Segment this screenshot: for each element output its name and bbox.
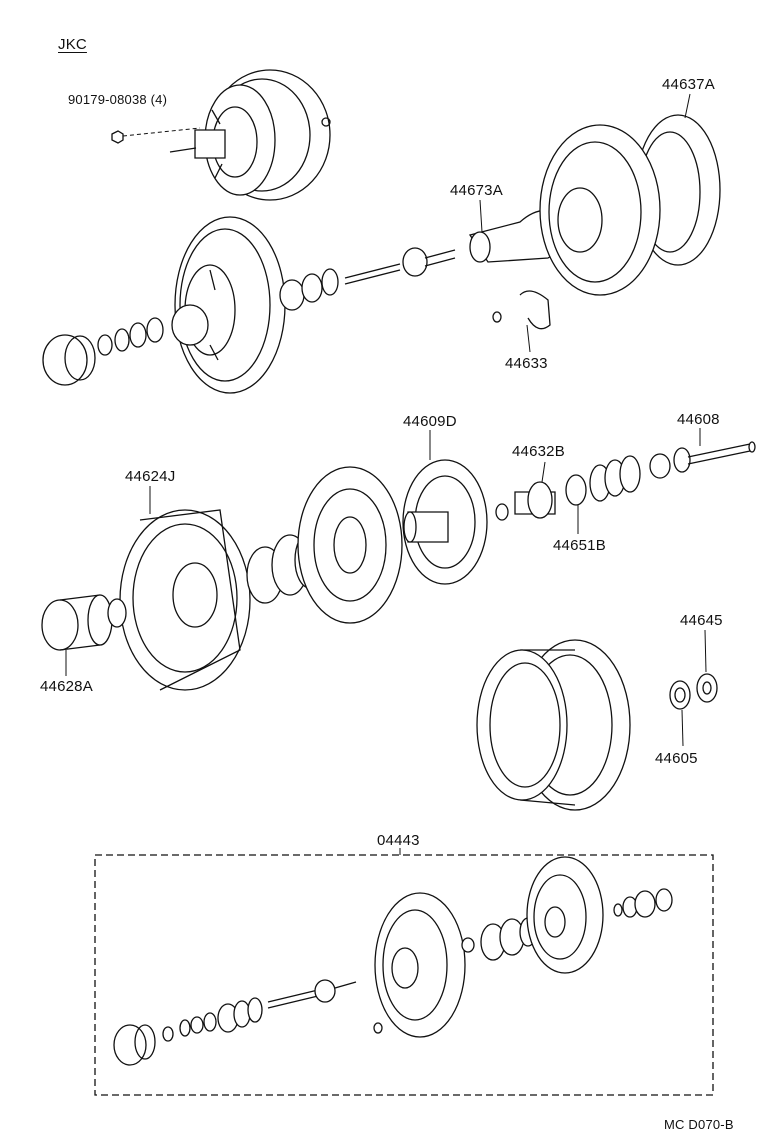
part-44633-clip: [493, 291, 550, 329]
footer-code: MC D070-B: [664, 1117, 734, 1132]
part-44628A-seal: [42, 595, 126, 650]
part-44609D-piston: [403, 460, 487, 584]
part-44608-rod: [650, 442, 755, 478]
leader-lines: [66, 94, 706, 855]
label-44624J: 44624J: [125, 468, 176, 485]
label-44608: 44608: [677, 411, 720, 428]
kit-04443-contents: [114, 857, 672, 1065]
rear-shell: [477, 640, 630, 810]
label-44651B: 44651B: [553, 537, 606, 554]
label-44645: 44645: [680, 612, 723, 629]
label-bolt-90179-08038: 90179-08038 (4): [68, 92, 168, 107]
diaphragm-plate: [298, 467, 402, 623]
label-44633: 44633: [505, 355, 548, 372]
label-44673A: 44673A: [450, 182, 503, 199]
booster-small-parts: [43, 269, 338, 385]
label-44632B: 44632B: [512, 443, 565, 460]
label-44605: 44605: [655, 750, 698, 767]
label-44637A: 44637A: [662, 76, 715, 93]
part-44605-bearing: [670, 681, 690, 709]
label-44628A: 44628A: [40, 678, 93, 695]
part-44632B-valve: [496, 482, 555, 520]
kit-04443-boundary: [95, 855, 713, 1095]
label-kit-04443: 04443: [377, 832, 420, 849]
label-44609D: 44609D: [403, 413, 457, 430]
part-44645-washer: [697, 674, 717, 702]
booster-top-assembly: [170, 70, 330, 200]
part-44637A-housing: [540, 115, 720, 295]
diagram-code-jkc: JKC: [58, 36, 87, 53]
push-rod: [345, 248, 455, 284]
part-44624J-shell: [120, 510, 250, 690]
part-44651B-spring: [566, 456, 640, 505]
booster-body: [172, 217, 285, 393]
bolt-nut: [112, 128, 200, 143]
